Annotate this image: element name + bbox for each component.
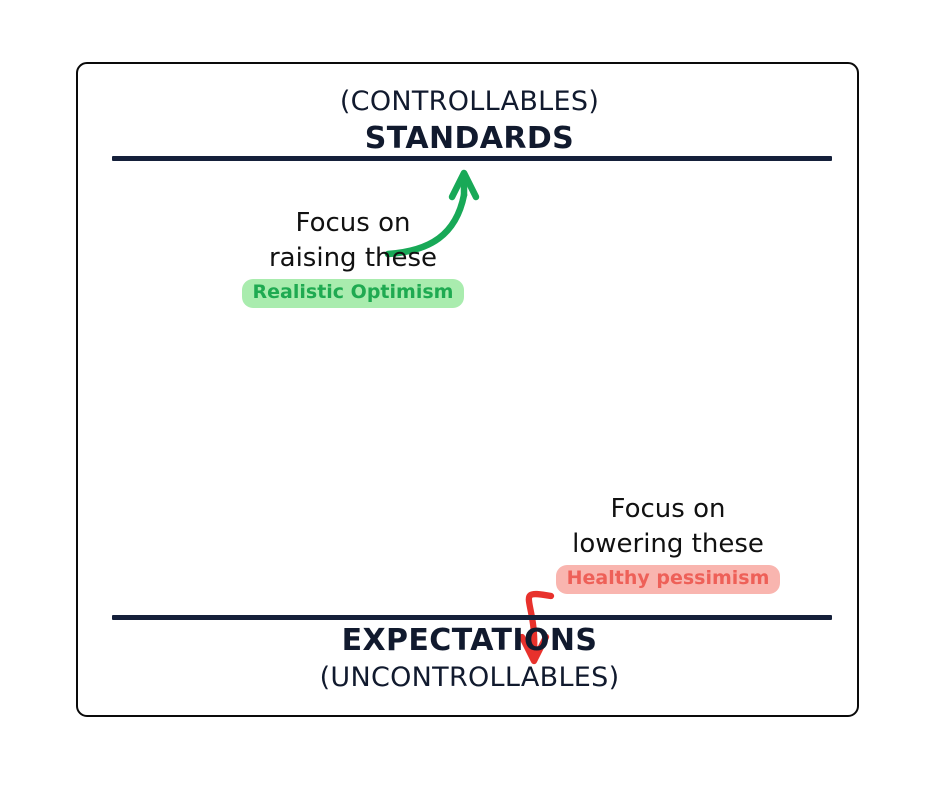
healthy-pessimism-badge: Healthy pessimism <box>555 565 781 594</box>
standards-label: STANDARDS <box>364 121 575 156</box>
expectations-label: EXPECTATIONS <box>341 623 598 658</box>
realistic-optimism-badge: Realistic Optimism <box>241 279 465 308</box>
diagram-card: (CONTROLLABLES) STANDARDS Focus on raisi… <box>76 62 859 717</box>
annotation-lowering-expectations: Focus on lowering these Healthy pessimis… <box>530 492 806 594</box>
controllables-label: (CONTROLLABLES) <box>339 86 600 117</box>
uncontrollables-label: (UNCONTROLLABLES) <box>319 662 620 693</box>
expectations-divider-rule <box>112 615 832 620</box>
annotation-raising-standards: Focus on raising these Realistic Optimis… <box>223 206 483 308</box>
annotation-raise-line2: raising these <box>268 243 438 273</box>
expectations-heading-group: EXPECTATIONS (UNCONTROLLABLES) <box>78 622 861 696</box>
annotation-raise-line1: Focus on <box>295 208 411 238</box>
standards-heading-group: (CONTROLLABLES) STANDARDS <box>78 84 861 158</box>
annotation-lower-line2: lowering these <box>572 529 764 559</box>
standards-divider-rule <box>112 156 832 161</box>
annotation-lower-line1: Focus on <box>610 494 726 524</box>
